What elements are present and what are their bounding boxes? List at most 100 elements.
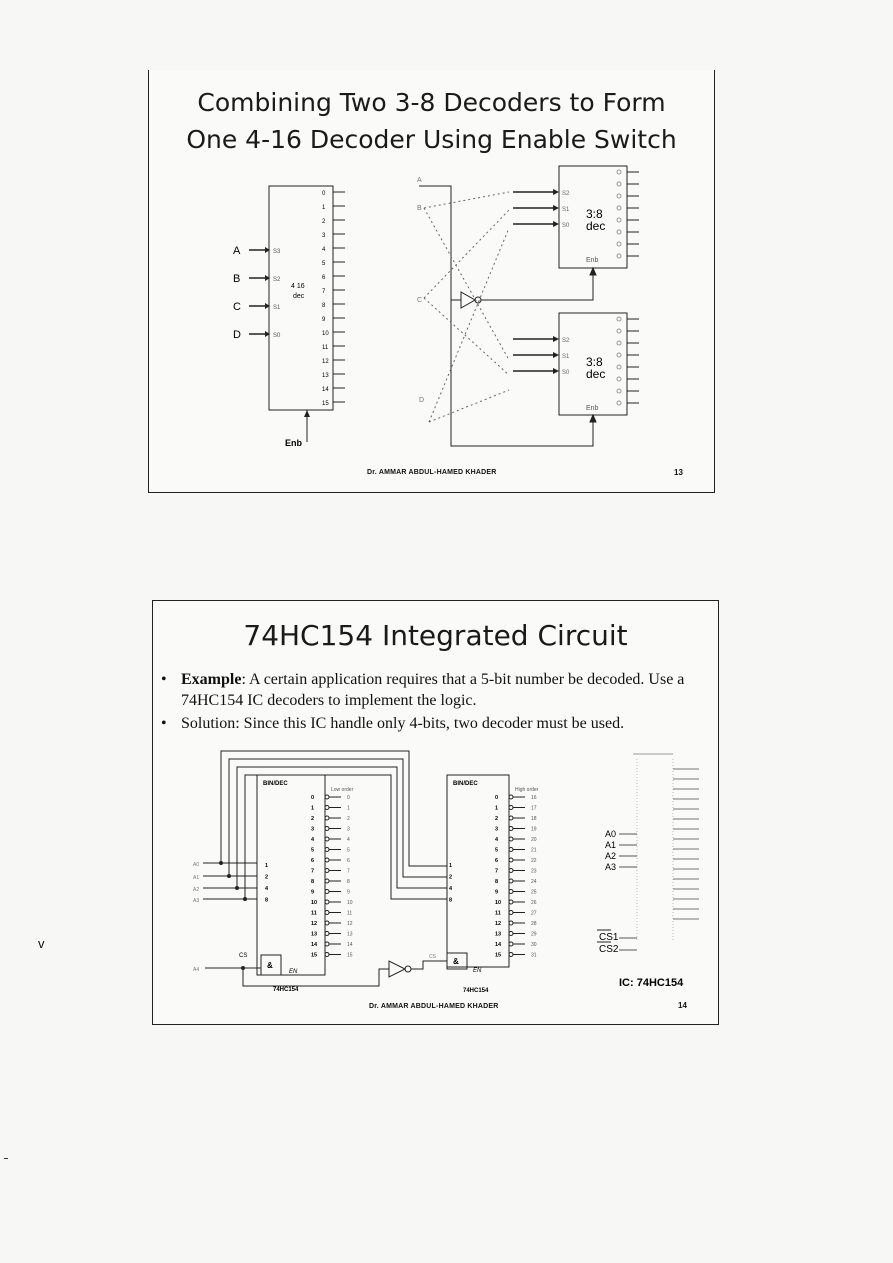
output-pin	[616, 328, 622, 334]
input-arrow	[553, 368, 559, 374]
input-label: A	[233, 245, 241, 257]
select-label: S0	[562, 370, 570, 376]
bullet-list: • Example: A certain application require…	[159, 669, 715, 736]
decoder-bottom-enable: Enb	[586, 405, 599, 412]
output-pin	[616, 241, 622, 247]
output-bubble	[324, 857, 330, 863]
pin-cs2: CS2	[599, 944, 619, 955]
select-label: S2	[273, 277, 281, 283]
output-value: 13	[347, 932, 353, 938]
decoder-bottom-label: 3:8	[586, 355, 603, 369]
output-number: 8	[495, 879, 498, 885]
output-value: 1	[347, 806, 350, 812]
output-bubble	[324, 952, 330, 957]
pin-cs1: CS1	[599, 932, 619, 943]
output-value: 6	[347, 858, 350, 864]
input-weight: 4	[449, 886, 453, 892]
input-weight: 8	[265, 898, 268, 904]
signal-d-label: D	[419, 397, 424, 404]
pin-a3: A3	[605, 862, 616, 872]
output-number: 13	[311, 932, 317, 938]
output-number: 3	[311, 827, 314, 833]
input-label: D	[233, 329, 241, 341]
output-number: 6	[495, 858, 498, 864]
output-value: 20	[531, 837, 537, 843]
input-weight: 2	[265, 875, 268, 881]
slide-title: Combining Two 3-8 Decoders to Form One 4…	[149, 84, 714, 158]
output-number: 9	[495, 890, 498, 896]
inverter-gate	[388, 960, 407, 978]
output-number: 0	[495, 795, 498, 801]
output-number: 12	[495, 921, 501, 927]
output-number: 4	[311, 837, 315, 843]
output-bubble	[508, 815, 514, 821]
pin-a0: A0	[605, 829, 616, 839]
input-a1: A1	[193, 875, 199, 881]
input-label: C	[233, 301, 241, 313]
output-bubble	[324, 847, 330, 852]
input-weight: 2	[449, 875, 452, 881]
output-value: 18	[531, 816, 537, 822]
decoder-4-16-label: 4 16	[291, 283, 305, 290]
output-bubble	[508, 868, 514, 873]
chip-left-enable: EN	[289, 969, 298, 975]
chip-right-and: &	[453, 957, 459, 966]
output-number: 6	[311, 858, 314, 864]
input-arrow	[553, 336, 559, 342]
output-value: 24	[531, 879, 537, 885]
input-a3: A3	[193, 898, 199, 904]
output-value: 7	[347, 869, 350, 875]
output-bubble	[508, 826, 514, 831]
bullet-solution: • Solution: Since this IC handle only 4-…	[159, 713, 715, 734]
output-value: 28	[531, 921, 537, 927]
output-number: 2	[311, 816, 314, 822]
output-label: 7	[322, 289, 326, 295]
output-value: 29	[531, 932, 537, 938]
output-value: 16	[531, 795, 537, 801]
output-value: 21	[531, 848, 537, 854]
pinout-sketch: A0 A1 A2 A3 CS1 CS2 IC: 74HC154	[597, 753, 699, 989]
output-number: 15	[311, 953, 317, 959]
output-label: 12	[322, 359, 329, 365]
decoder-top-outputs	[616, 169, 639, 259]
output-number: 10	[495, 900, 501, 906]
output-value: 25	[531, 890, 537, 896]
input-arrow	[265, 331, 270, 337]
output-number: 13	[495, 932, 501, 938]
slide-footer: Dr. AMMAR ABDUL-HAMED KHADER	[367, 469, 497, 476]
output-label: 9	[322, 317, 326, 323]
input-weight: 8	[449, 898, 452, 904]
page-dash	[4, 1158, 8, 1159]
output-label: 11	[322, 345, 329, 351]
output-bubble	[324, 826, 330, 831]
select-label: S0	[562, 223, 570, 229]
output-number: 7	[495, 869, 498, 875]
output-bubble	[508, 878, 514, 884]
output-pin	[616, 400, 622, 406]
pin-a1: A1	[605, 840, 616, 850]
enable-label: Enb	[285, 438, 303, 448]
output-bubble	[508, 931, 514, 936]
output-number: 10	[311, 900, 317, 906]
output-pin	[616, 316, 622, 322]
output-pin	[616, 364, 622, 370]
output-bubble	[324, 836, 330, 842]
input-a4: A4	[193, 967, 199, 973]
output-value: 4	[347, 837, 350, 843]
output-bubble	[508, 836, 514, 842]
input-weight: 1	[265, 863, 268, 869]
output-value: 23	[531, 869, 537, 875]
output-bubble	[324, 878, 330, 884]
output-value: 0	[347, 795, 350, 801]
address-bus	[203, 750, 447, 987]
dotted-crossing-wires	[423, 191, 510, 423]
output-value: 30	[531, 942, 537, 948]
output-bubble	[324, 910, 330, 915]
title-line-2: One 4-16 Decoder Using Enable Switch	[186, 125, 677, 154]
input-arrow	[553, 189, 559, 195]
output-bubble	[508, 952, 514, 957]
